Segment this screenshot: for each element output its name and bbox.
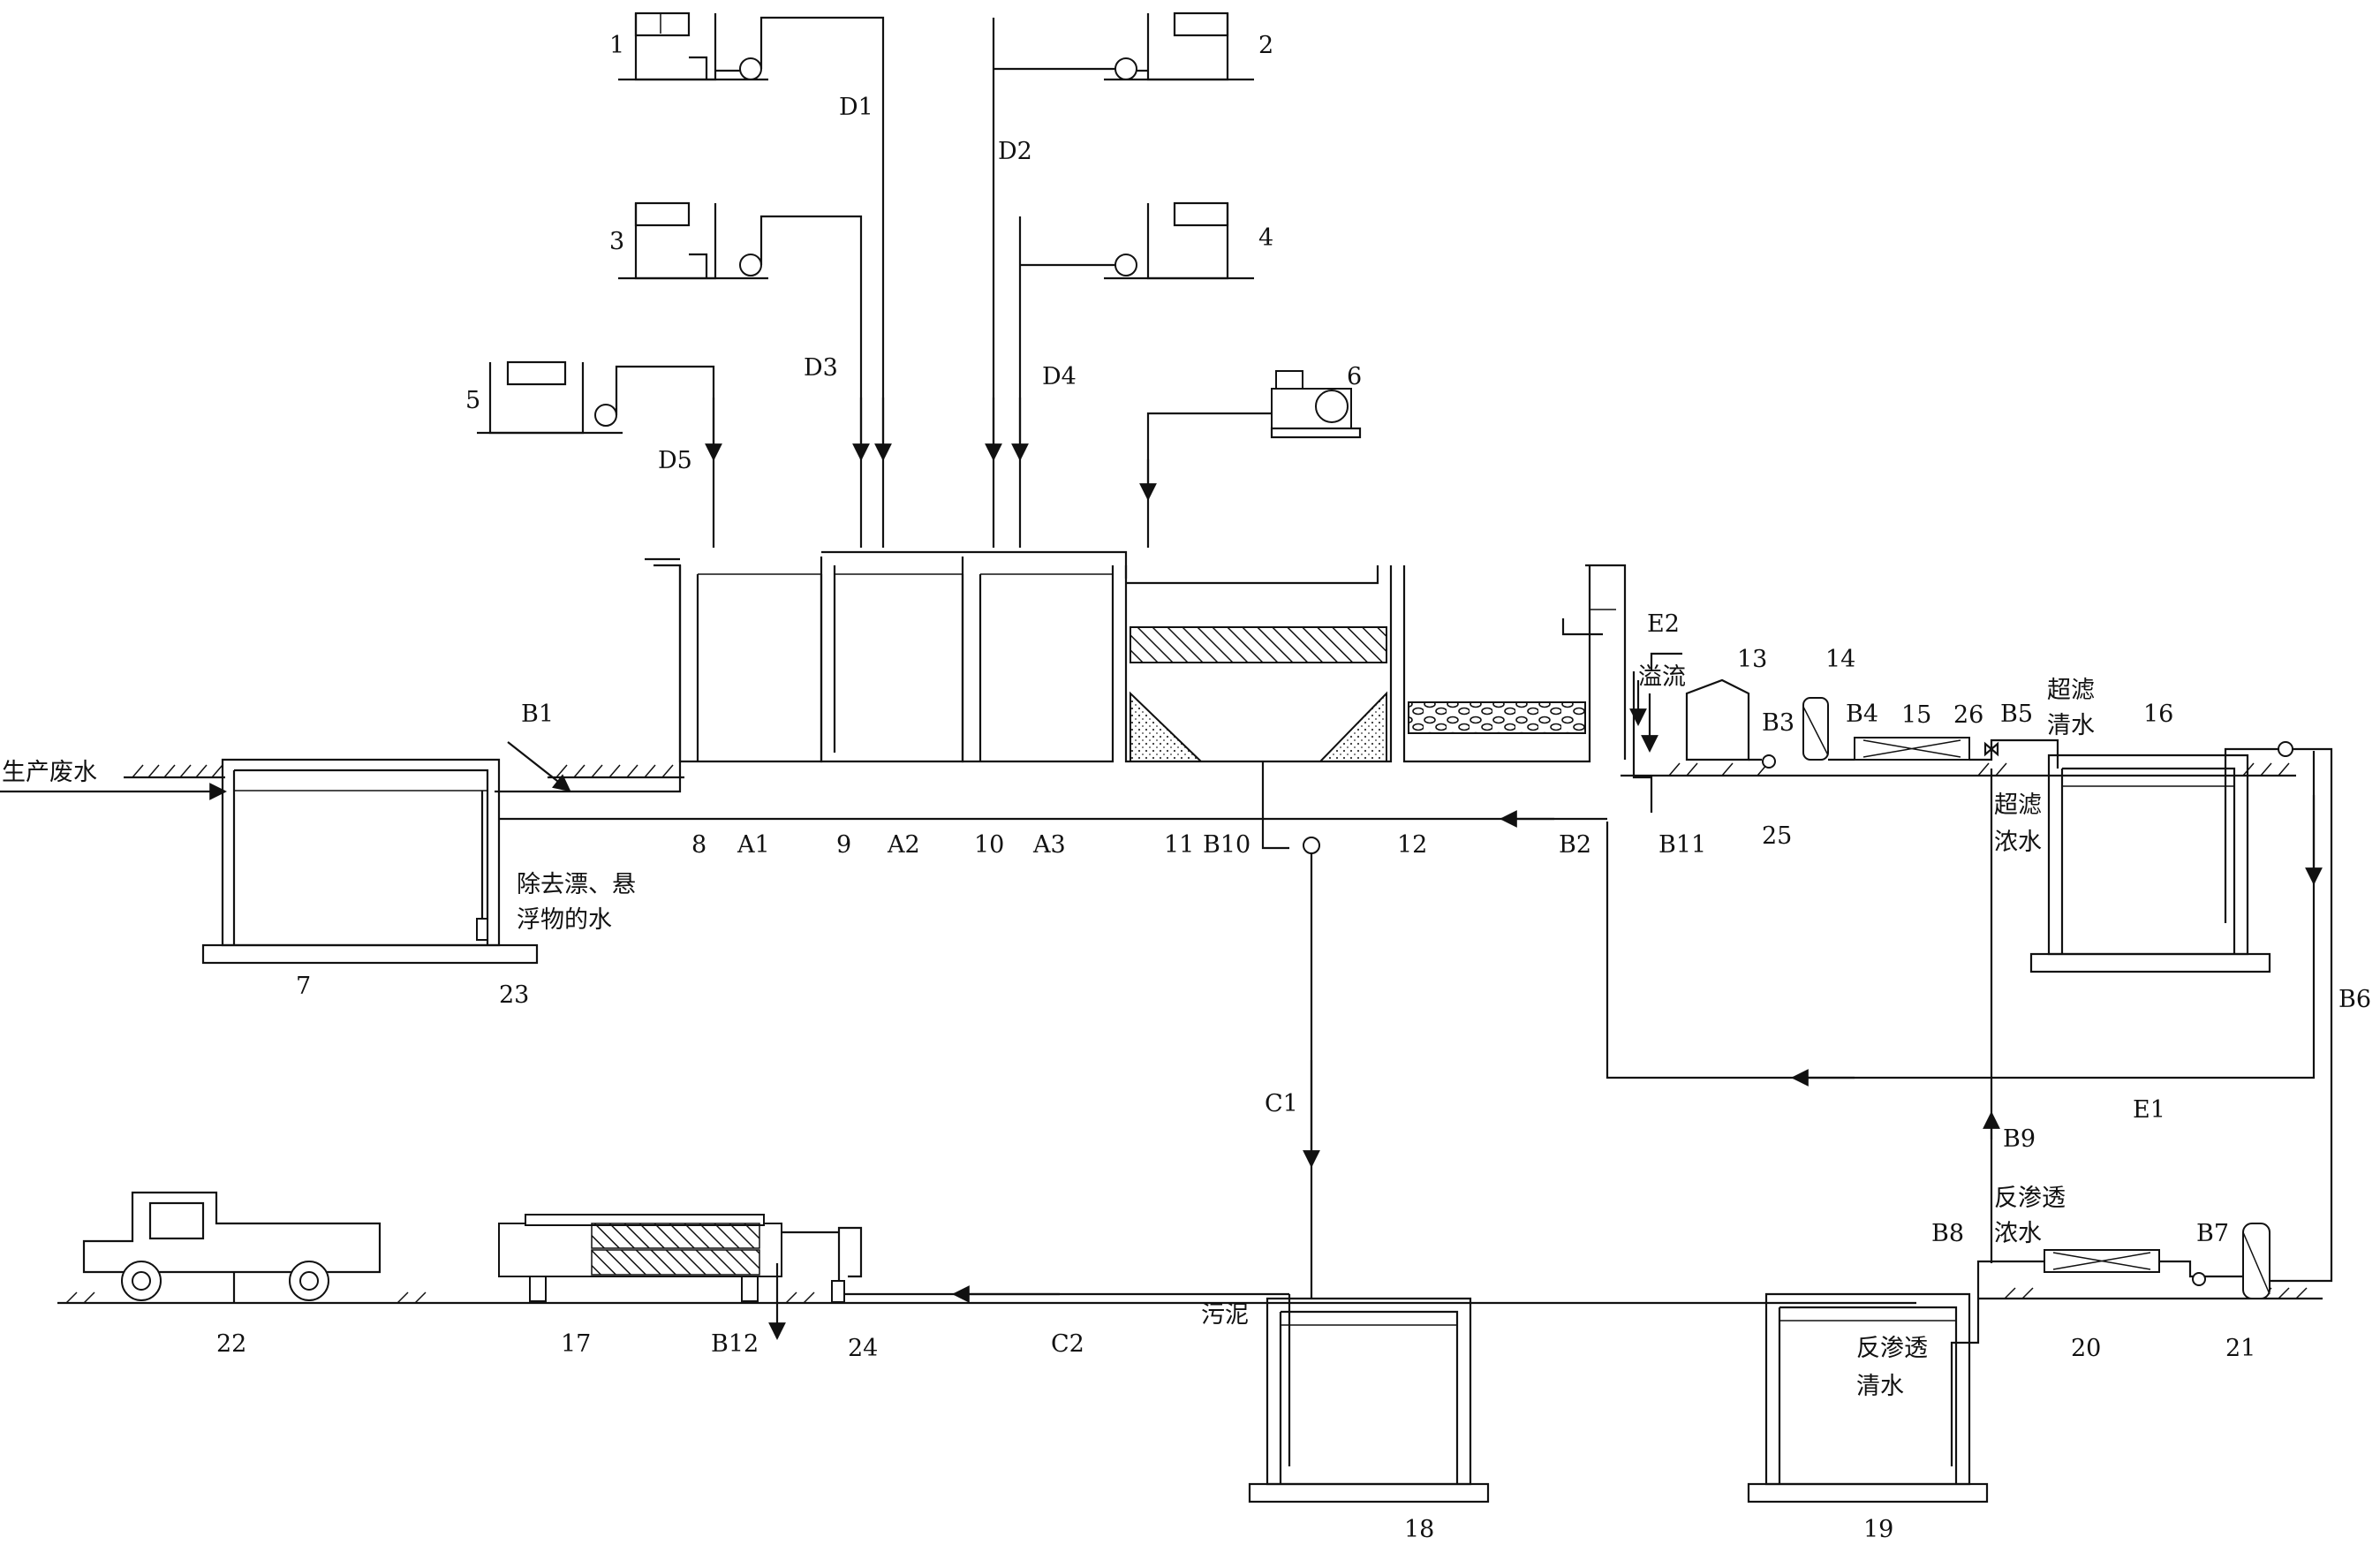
text-sludge: 污泥 — [1201, 1301, 1249, 1329]
pipe-B10-return — [499, 761, 1607, 850]
label-17: 17 — [561, 1330, 591, 1358]
label-19: 19 — [1863, 1516, 1893, 1541]
text-uf-conc-1: 超滤 — [1994, 791, 2042, 819]
tank-11 — [1124, 565, 1393, 763]
tank-8 — [678, 565, 823, 763]
label-24: 24 — [848, 1335, 878, 1362]
label-D5: D5 — [658, 447, 692, 474]
label-18: 18 — [1404, 1516, 1434, 1541]
text-ro-conc-1: 反渗透 — [1994, 1185, 2066, 1212]
label-B8: B8 — [1931, 1220, 1964, 1247]
dosing-unit-3 — [618, 201, 870, 548]
label-9: 9 — [836, 831, 851, 859]
text-floating-removed-1: 除去漂、悬 — [517, 871, 636, 898]
label-B3: B3 — [1762, 709, 1794, 737]
label-6: 6 — [1347, 363, 1362, 390]
label-21: 21 — [2225, 1335, 2255, 1362]
pipe-E2-overflow — [1561, 618, 1682, 813]
label-B11: B11 — [1658, 831, 1706, 859]
dosing-unit-2 — [985, 11, 1254, 548]
text-floating-removed-2: 浮物的水 — [517, 906, 612, 934]
label-D3: D3 — [804, 354, 838, 382]
label-20: 20 — [2071, 1335, 2101, 1362]
labels: 1 2 3 4 5 6 7 8 9 10 11 12 13 14 15 16 1… — [2, 32, 2371, 1543]
tank-7 — [201, 758, 539, 965]
filter-press-17 — [498, 1214, 839, 1340]
label-D4: D4 — [1042, 363, 1077, 390]
label-E2: E2 — [1647, 610, 1680, 638]
tank-10 — [961, 557, 1114, 763]
label-11: 11 — [1164, 831, 1194, 859]
label-A3: A3 — [1032, 831, 1066, 859]
text-overflow: 溢流 — [1638, 663, 1686, 691]
pump-23 — [476, 791, 488, 941]
label-8: 8 — [691, 831, 706, 859]
pump-sludge — [1303, 837, 1320, 1299]
label-15: 15 — [1901, 701, 1931, 729]
label-1: 1 — [609, 32, 624, 59]
label-B1: B1 — [521, 701, 554, 728]
label-B5: B5 — [2000, 701, 2033, 728]
text-ro-conc-2: 浓水 — [1994, 1220, 2042, 1247]
dosing-unit-5 — [477, 360, 722, 548]
text-ro-clear-1: 反渗透 — [1856, 1335, 1928, 1362]
tank-9 — [820, 557, 964, 763]
label-D2: D2 — [998, 138, 1032, 165]
pipe-B1 — [495, 564, 682, 793]
truck-22 — [82, 1191, 382, 1303]
valve-26 — [1983, 741, 1999, 757]
label-C2: C2 — [1051, 1330, 1084, 1358]
label-14: 14 — [1825, 646, 1855, 673]
label-3: 3 — [609, 228, 624, 255]
label-16: 16 — [2143, 701, 2173, 728]
label-26: 26 — [1953, 701, 1983, 729]
label-7: 7 — [296, 973, 311, 1000]
label-B4: B4 — [1846, 701, 1878, 728]
dosing-unit-1 — [618, 11, 892, 548]
label-4: 4 — [1258, 224, 1273, 252]
tank-16 — [2029, 738, 2333, 1283]
label-C1: C1 — [1265, 1090, 1298, 1117]
label-A2: A2 — [887, 831, 920, 859]
text-uf-conc-2: 浓水 — [1994, 829, 2042, 856]
label-13: 13 — [1737, 646, 1767, 673]
label-B6: B6 — [2338, 986, 2371, 1013]
label-B9: B9 — [2003, 1125, 2036, 1153]
label-E1: E1 — [2133, 1096, 2165, 1124]
pump-25 — [1762, 754, 1776, 769]
label-25: 25 — [1762, 822, 1792, 850]
pump-24 — [831, 1226, 863, 1303]
label-12: 12 — [1397, 831, 1427, 859]
text-uf-clear-2: 清水 — [2047, 712, 2095, 739]
blower-6 — [1139, 370, 1362, 548]
dosing-unit-4 — [1011, 201, 1254, 548]
label-A1: A1 — [737, 831, 770, 859]
membrane-20 — [1950, 1249, 2243, 1466]
label-5: 5 — [465, 387, 480, 414]
label-2: 2 — [1258, 32, 1273, 59]
ground-lines — [57, 762, 2323, 1305]
membrane-15 — [1749, 737, 2031, 761]
tank-13 — [1685, 678, 1750, 761]
tank-19 — [1747, 1292, 1989, 1503]
tank-12 — [1402, 564, 1627, 763]
label-23: 23 — [499, 981, 529, 1009]
label-B12: B12 — [711, 1330, 759, 1358]
tank-18 — [1248, 1294, 1490, 1503]
pipe-uf-concentrate — [1606, 751, 2316, 1263]
pump-B7 — [2192, 1272, 2206, 1286]
vessel-21 — [2242, 1223, 2270, 1299]
label-22: 22 — [216, 1330, 246, 1358]
label-B7: B7 — [2196, 1220, 2229, 1247]
text-wastewater: 生产废水 — [2, 759, 97, 786]
label-D1: D1 — [839, 94, 873, 121]
label-B2: B2 — [1559, 831, 1591, 859]
text-ro-clear-2: 清水 — [1856, 1373, 1904, 1400]
text-uf-clear-1: 超滤 — [2047, 677, 2095, 704]
tank-14 — [1802, 697, 1829, 761]
label-B10: B10 — [1203, 831, 1250, 859]
label-10: 10 — [974, 831, 1004, 859]
